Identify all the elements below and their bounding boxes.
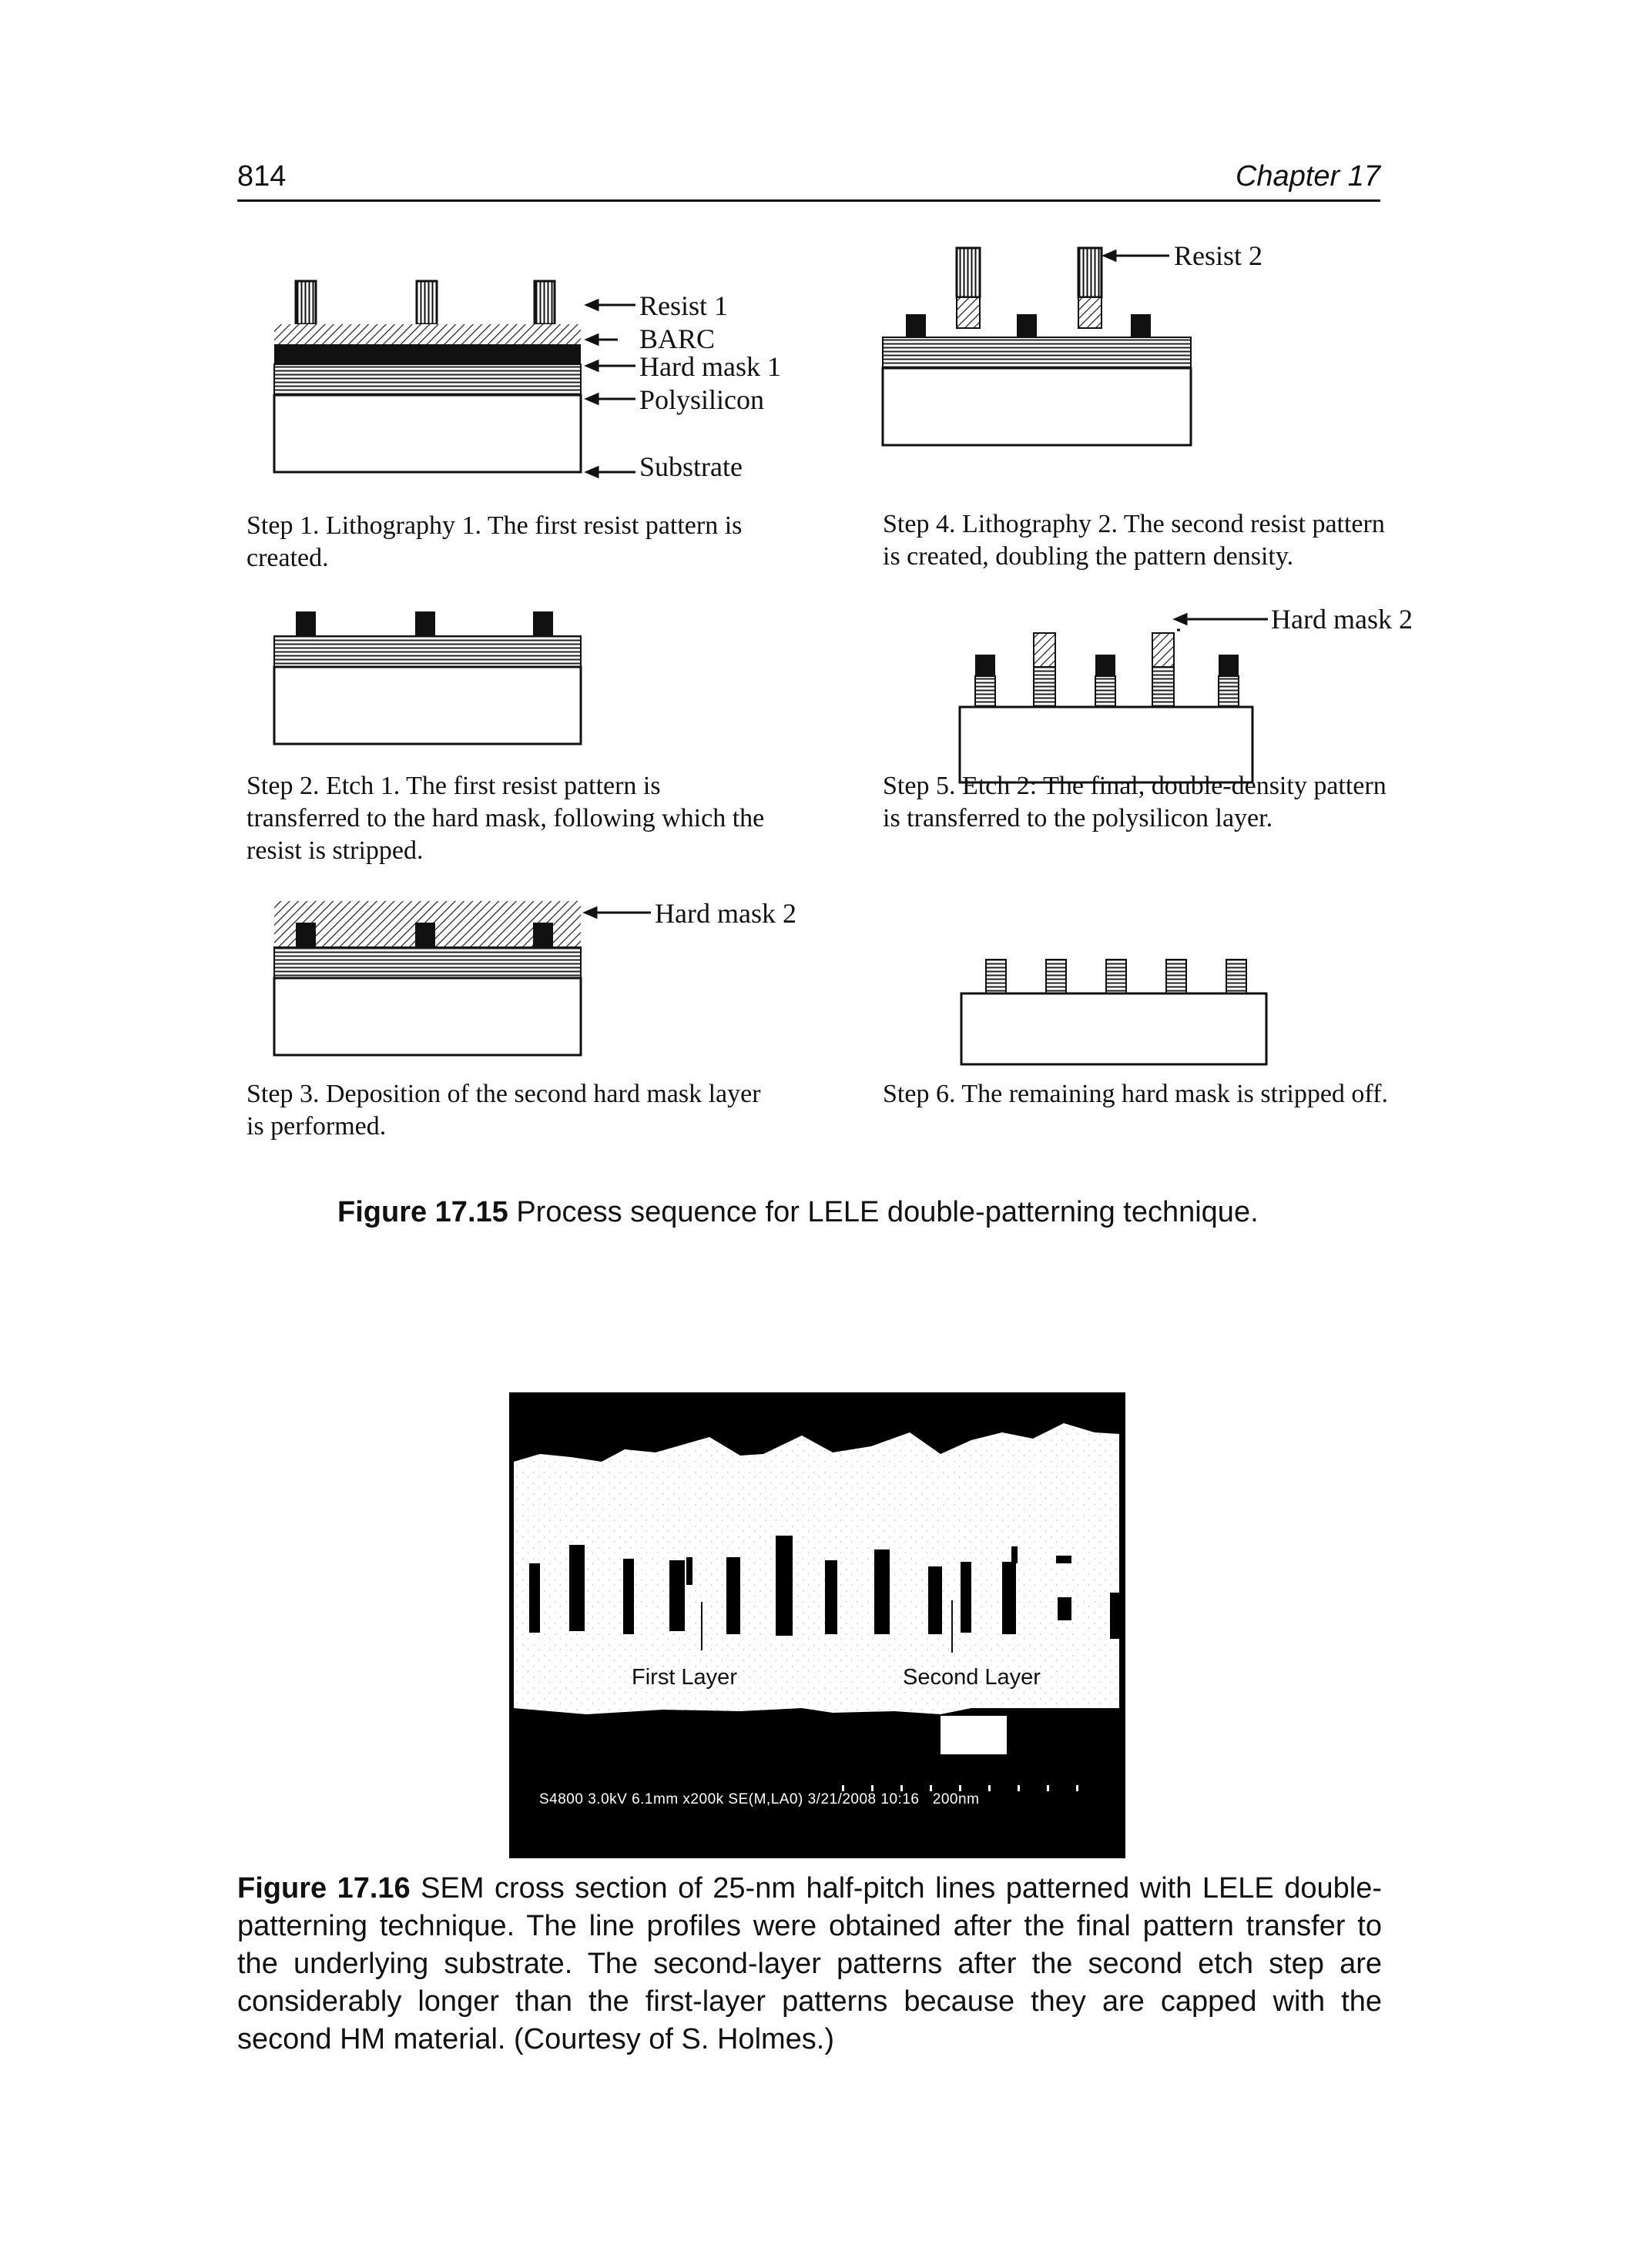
sem-scale-bar-label: 200nm	[932, 1791, 980, 1807]
figure-15-caption: Figure 17.15 Process sequence for LELE d…	[337, 1194, 1259, 1231]
label-resist2: Resist 2	[1174, 240, 1262, 271]
figure-16-label: Figure 17.16	[237, 1872, 411, 1905]
step1-diagram: Resist 1 BARC Hard mask 1 Polysilicon Su…	[273, 280, 781, 482]
page-number: 814	[237, 160, 287, 193]
step1-caption: Step 1. Lithography 1. The first resist …	[246, 511, 743, 572]
step5-caption: Step 5. Etch 2: The final, double-densit…	[883, 772, 1387, 832]
step4-diagram: Resist 2	[881, 240, 1262, 447]
step5-diagram: Hard mask 2	[958, 608, 1413, 784]
step6-diagram	[960, 959, 1268, 1066]
chapter-title: Chapter 17	[1235, 160, 1380, 193]
step6-caption: Step 6. The remaining hard mask is strip…	[883, 1080, 1388, 1108]
step4-caption: Step 4. Lithography 2. The second resist…	[883, 510, 1385, 571]
figure-16-caption: Figure 17.16 SEM cross section of 25-nm …	[237, 1870, 1382, 2059]
label-polysilicon: Polysilicon	[639, 384, 764, 415]
label-substrate: Substrate	[639, 451, 743, 482]
step3-caption: Step 3. Deposition of the second hard ma…	[246, 1080, 761, 1141]
label-hard-mask1: Hard mask 1	[639, 351, 781, 382]
label-barc: BARC	[639, 323, 715, 354]
figure-15-text: Process sequence for LELE double-pattern…	[516, 1196, 1259, 1228]
sem-cross-section-image	[509, 1392, 1125, 1858]
figure-15-label: Figure 17.15	[337, 1196, 508, 1228]
sem-info-bar: S4800 3.0kV 6.1mm x200k SE(M,LA0) 3/21/2…	[539, 1791, 979, 1808]
label-hard-mask2-step3: Hard mask 2	[655, 898, 796, 929]
label-resist1: Resist 1	[639, 290, 728, 321]
label-hard-mask2-step5: Hard mask 2	[1271, 608, 1413, 635]
figure-16-text: SEM cross section of 25-nm half-pitch li…	[237, 1872, 1383, 2055]
sem-parameters: S4800 3.0kV 6.1mm x200k SE(M,LA0) 3/21/2…	[539, 1791, 920, 1807]
step2-caption: Step 2. Etch 1. The first resist pattern…	[246, 772, 765, 865]
step3-diagram: Hard mask 2	[273, 898, 796, 1057]
header-rule	[237, 199, 1380, 202]
second-layer-label: Second Layer	[903, 1665, 1041, 1690]
step2-diagram	[273, 611, 582, 745]
first-layer-label: First Layer	[632, 1665, 737, 1690]
